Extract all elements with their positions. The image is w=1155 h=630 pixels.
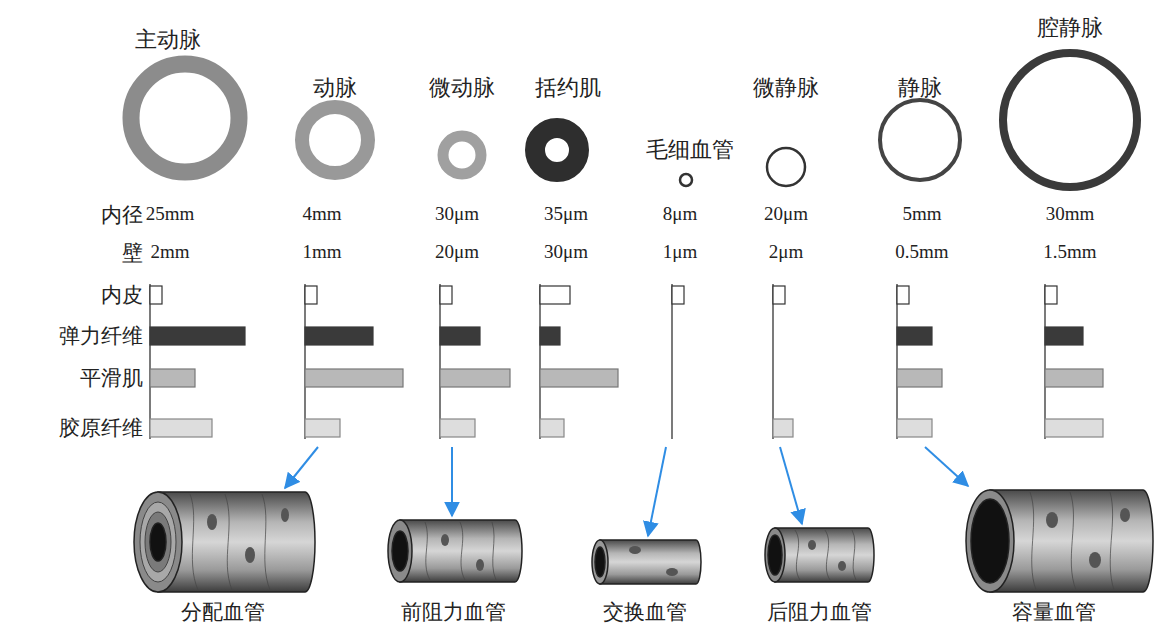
- vessel-name: 毛细血管: [646, 137, 734, 162]
- row-label: 内皮: [8, 283, 143, 307]
- inner-diameter: 30mm: [1046, 203, 1095, 225]
- wall-thickness: 2mm: [150, 241, 189, 263]
- bar-chart: [150, 284, 1103, 439]
- function-caption: 分配血管: [181, 600, 265, 624]
- vessel-name: 腔静脉: [1037, 15, 1103, 40]
- vessel-column: 微动脉 30μm 20μm: [405, 75, 509, 447]
- vessel-function-box: 交换血管: [585, 536, 705, 626]
- vessel-column: 腔静脉 30mm 1.5mm: [1015, 15, 1125, 447]
- arrow-connector: [648, 447, 666, 536]
- function-caption: 后阻力血管: [767, 600, 872, 624]
- wall-thickness: 30μm: [544, 241, 588, 263]
- inner-diameter: 30μm: [435, 203, 479, 225]
- inner-diameter: 35μm: [544, 203, 588, 225]
- row-label: 内径: [8, 203, 143, 227]
- row-label: 胶原纤维: [8, 416, 143, 440]
- function-caption: 容量血管: [1012, 600, 1096, 624]
- vessel-column: 动脉 4mm 1mm: [267, 75, 377, 447]
- arrow-connector: [780, 447, 802, 524]
- vessel-name: 微动脉: [429, 75, 495, 100]
- vessel-function-box: 前阻力血管: [383, 516, 523, 626]
- vessel-name: 括约肌: [535, 75, 601, 100]
- wall-thickness: 1μm: [663, 241, 697, 263]
- vessel-name: 主动脉: [135, 27, 201, 52]
- vessel-function-box: 容量血管: [958, 486, 1150, 626]
- wall-thickness: 1mm: [302, 241, 341, 263]
- inner-diameter: 8μm: [663, 203, 697, 225]
- cross-section: [131, 53, 1137, 187]
- vessel-name: 静脉: [898, 75, 942, 100]
- inner-diameter: 5mm: [902, 203, 941, 225]
- vessel-column: 括约肌 35μm 30μm: [514, 75, 618, 447]
- wall-thickness: 2μm: [769, 241, 803, 263]
- vessel-name: 动脉: [313, 75, 357, 100]
- wall-thickness: 20μm: [435, 241, 479, 263]
- arrow-connector: [451, 447, 453, 516]
- vessel-column: 微静脉 20μm 2μm: [734, 75, 838, 447]
- vessel-function-box: 后阻力血管: [760, 524, 878, 626]
- row-label: 壁: [8, 241, 143, 265]
- inner-diameter: 25mm: [146, 203, 195, 225]
- vessel-column: 静脉 5mm 0.5mm: [867, 75, 977, 447]
- inner-diameter: 20μm: [764, 203, 808, 225]
- wall-thickness: 0.5mm: [895, 241, 948, 263]
- vessel-name: 微静脉: [753, 75, 819, 100]
- arrow-connector: [285, 447, 318, 488]
- row-label: 弹力纤维: [8, 324, 143, 348]
- wall-thickness: 1.5mm: [1043, 241, 1096, 263]
- function-caption: 交换血管: [603, 600, 687, 624]
- function-caption: 前阻力血管: [401, 600, 506, 624]
- row-label: 平滑肌: [8, 366, 143, 390]
- inner-diameter: 4mm: [302, 203, 341, 225]
- vessel-function-box: 分配血管: [128, 488, 318, 626]
- vessel-column: 毛细血管 8μm 1μm: [628, 137, 732, 447]
- vessel-cylinder: [134, 490, 1153, 592]
- arrow-connector: [925, 447, 968, 486]
